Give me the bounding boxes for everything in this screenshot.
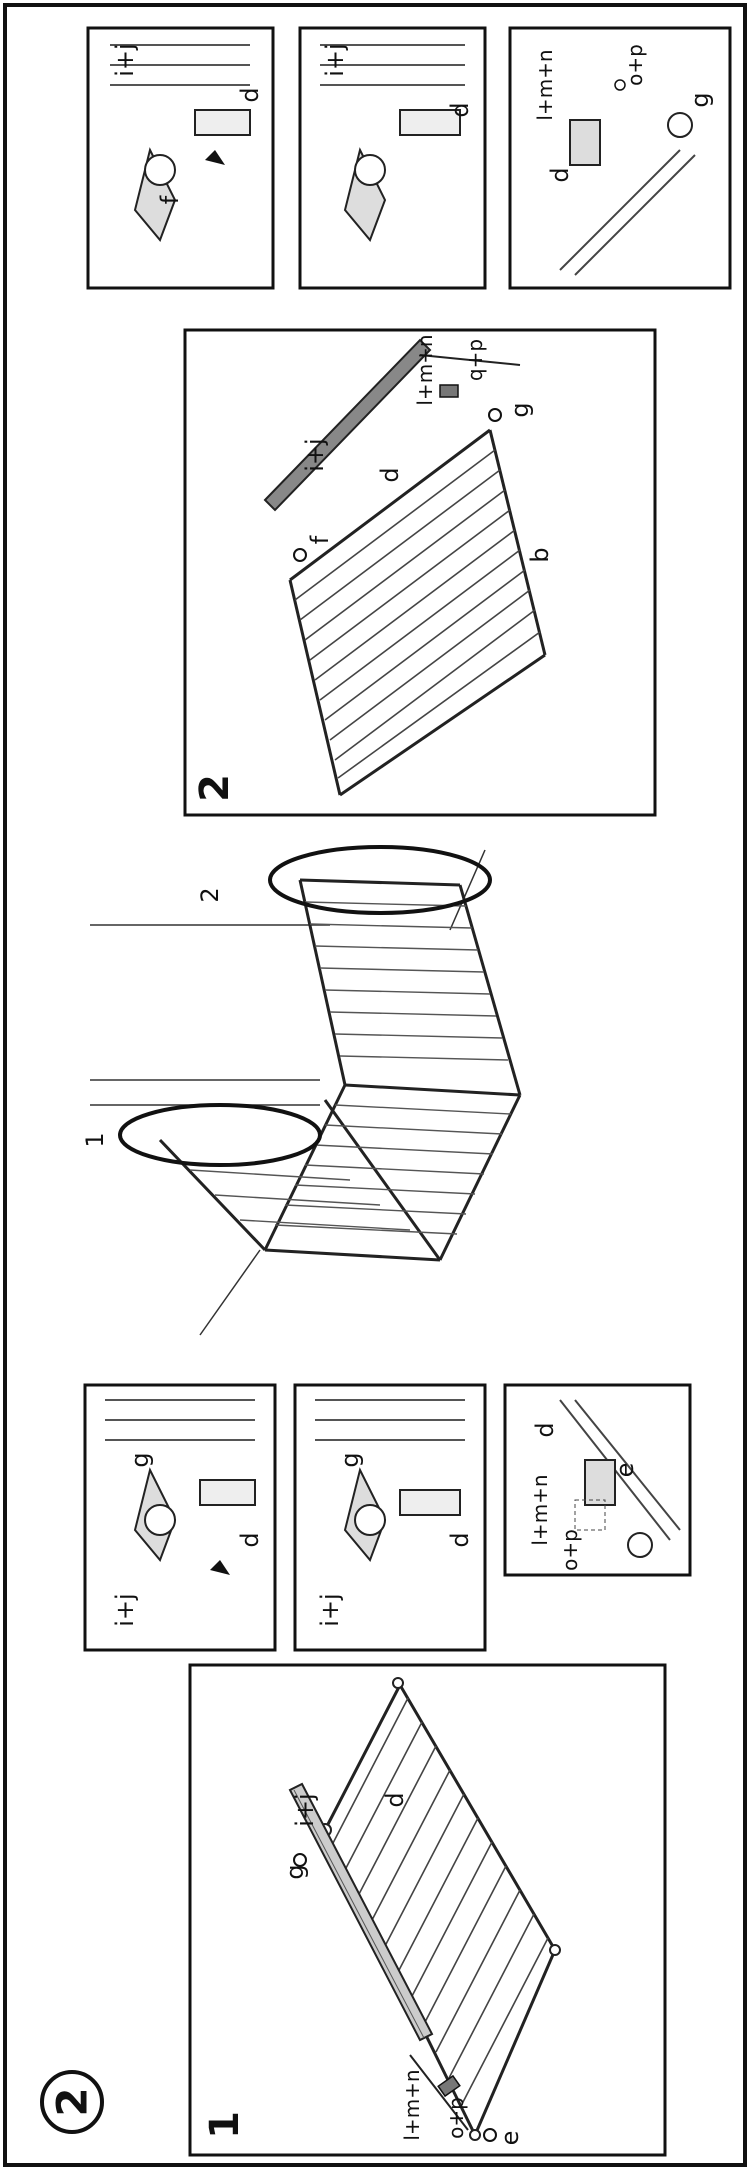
label-op: o+p	[558, 1529, 582, 1571]
label-g: g	[336, 1452, 364, 1467]
detail-1b: i+j g d	[293, 1383, 487, 1652]
connector-icon	[144, 154, 176, 186]
rack-rods-2	[294, 449, 541, 779]
label-op: o+p	[623, 44, 647, 86]
connector-icon	[354, 1504, 386, 1536]
detail-2a: i+j f d	[86, 26, 275, 290]
step-number: 2	[48, 2087, 97, 2116]
label-d: d	[446, 102, 474, 117]
label-d: d	[376, 467, 404, 482]
page-border	[3, 3, 747, 2167]
label-g: g	[126, 1452, 154, 1467]
label-d: d	[446, 1532, 474, 1547]
label-lmn: l+m+n	[533, 49, 557, 120]
label-d: d	[531, 1422, 559, 1437]
end-plug-icon	[293, 548, 307, 562]
detail-2c: d l+m+n o+p g	[508, 26, 732, 290]
end-plug-icon	[293, 1853, 307, 1867]
rack-rods-1	[331, 1697, 549, 2105]
label-lmn: l+m+n	[528, 1474, 552, 1545]
panel-2-number: 2	[192, 774, 238, 802]
end-cap-icon	[627, 1532, 653, 1558]
panel-1: 1	[188, 1663, 667, 2157]
label-d: d	[381, 1792, 409, 1807]
label-ij: i+j	[111, 1593, 139, 1626]
washer-icon	[488, 408, 502, 422]
bracket-icon	[437, 2074, 461, 2098]
overview-rack: 2 1	[81, 845, 522, 1336]
step-badge: 2	[40, 2070, 104, 2134]
label-lmn: l+m+n	[400, 2069, 424, 2140]
label-b: b	[526, 547, 554, 562]
callout-ellipse-2	[268, 845, 492, 915]
screw-icon	[614, 79, 626, 91]
label-qp: q+p	[463, 339, 487, 381]
detail-1a: i+j g d	[83, 1383, 277, 1652]
label-g: g	[281, 1864, 309, 1879]
detail-2b: i+j d	[298, 26, 487, 290]
arrow-icon	[210, 1560, 230, 1575]
callout-2: 2	[196, 887, 224, 902]
label-d: d	[236, 1532, 264, 1547]
label-g: g	[506, 402, 534, 417]
panel-2: 2 i+j d f l+m+n q+p g b	[183, 328, 657, 817]
label-f: f	[156, 195, 184, 204]
rod-d	[409, 2054, 469, 2131]
washer-icon	[483, 2128, 497, 2142]
rack-frame-2	[288, 428, 547, 797]
label-e: e	[611, 1463, 639, 1478]
label-ij: i+j	[111, 43, 139, 76]
rod-d	[419, 354, 521, 366]
label-ij: i+j	[321, 43, 349, 76]
arrow-icon	[205, 150, 225, 165]
end-cap-icon	[549, 1944, 561, 1956]
label-ij: i+j	[301, 438, 329, 471]
panel-1-number: 1	[202, 2111, 248, 2139]
end-cap-icon	[667, 112, 693, 138]
label-ij: i+j	[316, 1593, 344, 1626]
top-bar-part	[288, 1782, 434, 2042]
detail-1c: d l+m+n e o+p	[503, 1383, 692, 1577]
callout-1: 1	[81, 1132, 109, 1147]
label-ij: i+j	[291, 1793, 319, 1826]
bracket-icon	[439, 384, 459, 398]
end-cap-icon	[392, 1677, 404, 1689]
label-lmn: l+m+n	[413, 334, 437, 405]
label-f: f	[306, 535, 334, 544]
connector-icon	[354, 154, 386, 186]
label-d: d	[236, 87, 264, 102]
connector-icon	[144, 1504, 176, 1536]
label-op: o+p	[444, 2097, 468, 2139]
end-cap-icon	[469, 2129, 481, 2141]
label-d: d	[546, 167, 574, 182]
label-e: e	[496, 2131, 524, 2146]
top-bar-part	[263, 338, 432, 512]
label-g: g	[686, 92, 714, 107]
callout-ellipse-1	[118, 1103, 322, 1167]
